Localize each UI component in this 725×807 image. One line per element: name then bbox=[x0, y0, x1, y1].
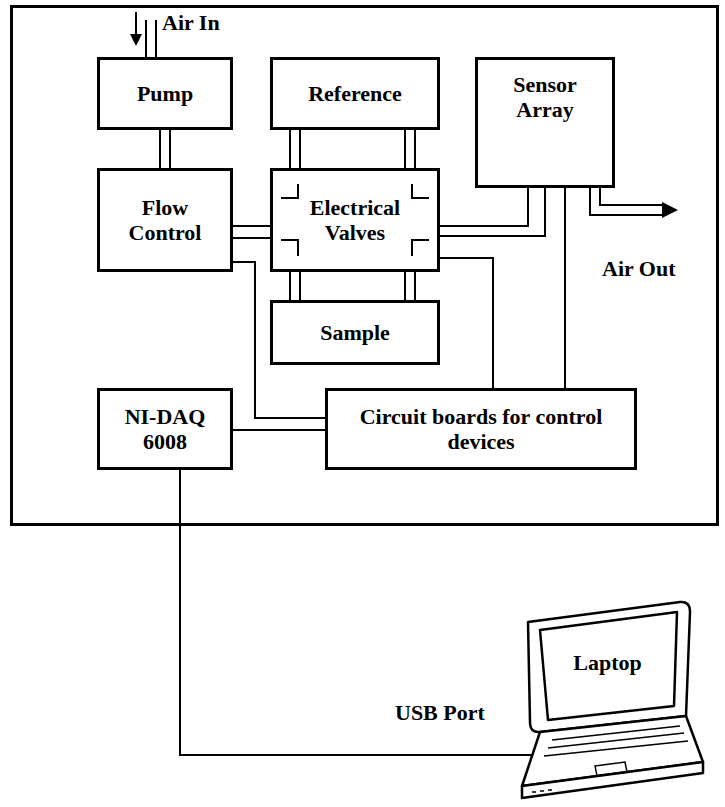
box-label: Sensor Array bbox=[490, 72, 600, 123]
connector-line bbox=[290, 130, 300, 168]
connector-line bbox=[405, 272, 415, 300]
connector-line bbox=[405, 130, 415, 168]
flow-label: USB Port bbox=[393, 700, 487, 726]
laptop-computer: Laptop bbox=[500, 590, 705, 805]
air-out-arrowhead bbox=[662, 202, 678, 218]
air-in-arrowhead bbox=[130, 34, 142, 46]
screen-label: Laptop bbox=[545, 650, 670, 675]
flow-label: Air In bbox=[160, 10, 222, 36]
connector-line bbox=[233, 429, 325, 431]
connector-line bbox=[440, 258, 493, 388]
air-out-tube bbox=[590, 188, 664, 215]
connector-line bbox=[440, 188, 545, 236]
connector-line bbox=[233, 226, 270, 238]
process-box: Flow Control bbox=[97, 168, 233, 272]
process-box: Circuit boards for control devices bbox=[325, 388, 637, 470]
connector-line bbox=[290, 272, 300, 300]
valve-marks bbox=[281, 184, 429, 256]
box-label: Flow Control bbox=[115, 195, 215, 246]
box-label: Sample bbox=[320, 320, 390, 345]
box-label: Circuit boards for control devices bbox=[339, 404, 624, 455]
connector-line bbox=[564, 188, 566, 388]
laptop-outline bbox=[500, 590, 705, 805]
box-label: Electrical Valves bbox=[298, 195, 413, 246]
box-label: NI-DAQ 6008 bbox=[115, 404, 215, 455]
flow-label: Air Out bbox=[600, 256, 678, 282]
box-label: Reference bbox=[308, 81, 402, 106]
connector-line bbox=[160, 130, 170, 168]
box-label: Pump bbox=[137, 81, 193, 106]
process-box: Electrical Valves bbox=[270, 168, 440, 272]
process-box: NI-DAQ 6008 bbox=[97, 388, 233, 470]
housing-outline bbox=[12, 7, 718, 525]
connector-line bbox=[233, 262, 325, 418]
process-box: Sensor Array bbox=[475, 57, 615, 188]
process-box: Sample bbox=[270, 300, 440, 365]
process-box: Pump bbox=[97, 57, 233, 130]
process-box: Reference bbox=[270, 57, 440, 130]
connector-line bbox=[180, 470, 532, 755]
